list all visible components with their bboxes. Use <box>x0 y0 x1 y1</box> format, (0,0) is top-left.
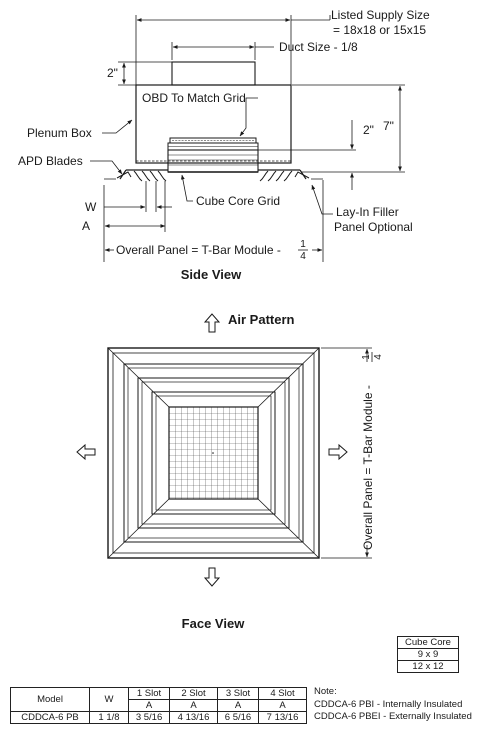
note-title: Note: <box>314 686 337 697</box>
slot-3-subheader: A <box>216 699 260 712</box>
plenum-box-label: Plenum Box <box>27 126 92 140</box>
face-view-title: Face View <box>182 616 246 631</box>
side-view <box>90 15 405 262</box>
overall-height-label: 7" <box>383 119 394 133</box>
listed-supply-size-value: = 18x18 or 15x15 <box>333 23 426 37</box>
a-dimension-label: A <box>82 219 90 233</box>
model-cell: CDDCA-6 PB <box>10 711 90 724</box>
air-pattern-arrow-down-icon <box>203 567 221 587</box>
slot-1-subheader: A <box>127 699 171 712</box>
slot-4-subheader: A <box>258 699 307 712</box>
collar-height-label: 2" <box>107 66 118 80</box>
slot-3-header: 3 Slot <box>216 687 260 700</box>
cube-core-grid-label: Cube Core Grid <box>196 194 280 208</box>
slot-2-subheader: A <box>169 699 218 712</box>
w-column-header: W <box>89 687 129 712</box>
air-pattern-label: Air Pattern <box>228 312 295 327</box>
air-pattern-arrow-right-icon <box>328 443 348 461</box>
insulation-note: Note: CDDCA-6 PBI - Internally Insulated… <box>314 686 472 724</box>
face-overall-panel-text: Overall Panel = T-Bar Module - <box>361 385 375 550</box>
cube-core-header: Cube Core <box>397 636 459 649</box>
listed-supply-size-label: Listed Supply Size <box>331 8 430 22</box>
damper-height-label: 2" <box>363 123 374 137</box>
model-column-header: Model <box>10 687 90 712</box>
lay-in-filler-label: Lay-In Filler <box>336 205 399 219</box>
cube-core-size-9: 9 x 9 <box>397 648 459 661</box>
face-overall-panel-fraction-numerator: 1 <box>361 354 372 360</box>
air-pattern-arrow-up-icon <box>203 313 221 333</box>
slot-4-header: 4 Slot <box>258 687 307 700</box>
slot-1-a-cell: 3 5/16 <box>127 711 171 724</box>
apd-blades-label: APD Blades <box>18 154 83 168</box>
w-cell: 1 1/8 <box>89 711 129 724</box>
side-view-title: Side View <box>181 267 242 282</box>
slot-2-header: 2 Slot <box>169 687 218 700</box>
face-view <box>76 313 372 587</box>
overall-panel-fraction-numerator: 1 <box>300 239 306 250</box>
face-overall-panel-label: Overall Panel = T-Bar Module - 1 4 <box>361 352 384 550</box>
note-line-internal: CDDCA-6 PBI - Internally Insulated <box>314 698 463 710</box>
cube-core-size-12: 12 x 12 <box>397 660 459 673</box>
cube-core-table: Cube Core 9 x 9 12 x 12 <box>397 636 459 673</box>
slot-2-a-cell: 4 13/16 <box>169 711 218 724</box>
slot-3-a-cell: 6 5/16 <box>216 711 260 724</box>
slot-4-a-cell: 7 13/16 <box>258 711 307 724</box>
face-overall-panel-fraction-denominator: 4 <box>373 354 384 360</box>
table-row: CDDCA-6 PB 1 1/8 3 5/16 4 13/16 6 5/16 7… <box>10 711 307 724</box>
overall-panel-fraction-denominator: 4 <box>300 251 306 262</box>
note-line-external: CDDCA-6 PBEI - Externally Insulated <box>314 711 472 722</box>
w-dimension-label: W <box>85 200 97 214</box>
dimension-table: Model W 1 Slot 2 Slot 3 Slot 4 Slot A A … <box>10 687 307 724</box>
overall-panel-label: Overall Panel = T-Bar Module - <box>116 243 281 257</box>
slot-1-header: 1 Slot <box>127 687 171 700</box>
panel-optional-label: Panel Optional <box>334 220 413 234</box>
obd-label: OBD To Match Grid <box>142 91 246 105</box>
duct-size-label: Duct Size - 1/8 <box>279 40 358 54</box>
air-pattern-arrow-left-icon <box>76 443 96 461</box>
